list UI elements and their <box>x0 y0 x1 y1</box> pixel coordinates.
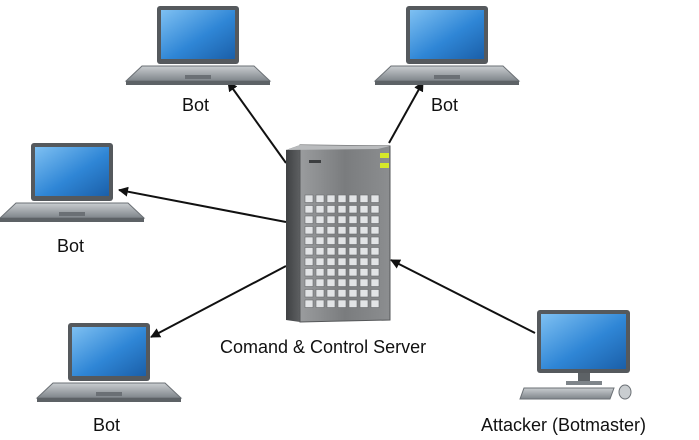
server-vent-cell <box>315 205 325 214</box>
arrow-attacker-to-server <box>390 259 536 334</box>
server-vent-cell <box>370 226 380 235</box>
server-vent-cell <box>337 268 347 277</box>
server-vent-cell <box>359 236 369 245</box>
server-vent-cell <box>304 247 314 256</box>
server-vent-cell <box>315 247 325 256</box>
bot-label-mid-left: Bot <box>57 236 85 256</box>
server-vent-cell <box>359 289 369 298</box>
arrow-to-bot-mid-left <box>118 186 287 223</box>
server-vent-cell <box>326 215 336 224</box>
server-vent-cell <box>337 194 347 203</box>
server-vent-cell <box>370 299 380 308</box>
server-vent-cell <box>370 247 380 256</box>
server-vent-cell <box>348 289 358 298</box>
server-vent-cell <box>370 268 380 277</box>
server-vent-cell <box>315 226 325 235</box>
server-vent-cell <box>326 236 336 245</box>
server-vent-cell <box>348 257 358 266</box>
server-vent-cell <box>337 257 347 266</box>
arrow-to-bot-top-right <box>388 81 424 144</box>
server-vent-cell <box>315 194 325 203</box>
server-vent-cell <box>304 215 314 224</box>
server-vent-cell <box>304 278 314 287</box>
server-vent-cell <box>326 247 336 256</box>
server-vent-cell <box>337 215 347 224</box>
server-vent-cell <box>304 194 314 203</box>
server-vent-cell <box>370 215 380 224</box>
server-vent-cell <box>348 205 358 214</box>
server-vent-cell <box>304 289 314 298</box>
server-vent-cell <box>348 236 358 245</box>
server-vent-cell <box>326 289 336 298</box>
laptop-icon-bot-bottom-left <box>36 322 182 403</box>
server-vent-cell <box>370 257 380 266</box>
server-vent-cell <box>304 257 314 266</box>
server-vent-cell <box>304 268 314 277</box>
server-led-top <box>380 153 389 158</box>
server-vent-cell <box>359 257 369 266</box>
server-vent-cell <box>304 299 314 308</box>
server-vent-cell <box>370 289 380 298</box>
arrow-to-bot-bottom-left <box>150 265 287 338</box>
server-vent-cell <box>359 194 369 203</box>
bot-label-top-right: Bot <box>431 95 459 115</box>
server-tower-icon <box>286 144 391 323</box>
server-vent-cell <box>348 278 358 287</box>
server-vent-cell <box>359 215 369 224</box>
server-vent-cell <box>359 205 369 214</box>
server-vent-cell <box>370 205 380 214</box>
server-vent-cell <box>370 236 380 245</box>
server-vent-cell <box>337 205 347 214</box>
laptop-icon-bot-top-right <box>374 5 520 86</box>
server-vent-cell <box>304 226 314 235</box>
server-vent-cell <box>326 226 336 235</box>
server-vent-cell <box>370 278 380 287</box>
server-vent-cell <box>315 268 325 277</box>
server-vent-cell <box>337 278 347 287</box>
server-vent-cell <box>315 215 325 224</box>
server-vent-cell <box>337 299 347 308</box>
server-led-bottom <box>380 163 389 168</box>
server-vent-cell <box>337 247 347 256</box>
desktop-computer-icon <box>519 310 632 400</box>
server-vent-cell <box>326 268 336 277</box>
server-vent-cell <box>315 257 325 266</box>
server-vent-cell <box>337 226 347 235</box>
server-label: Comand & Control Server <box>220 337 427 357</box>
server-vent-cell <box>348 299 358 308</box>
laptop-icon-bot-top-left <box>125 5 271 86</box>
server-vent-cell <box>359 278 369 287</box>
arrow-to-bot-top-left <box>227 81 287 164</box>
server-vent-cell <box>359 299 369 308</box>
server-vent-cell <box>315 289 325 298</box>
server-vent-cell <box>326 194 336 203</box>
server-vent-cell <box>326 205 336 214</box>
server-vent-cell <box>359 226 369 235</box>
server-vent-cell <box>348 268 358 277</box>
server-vent-cell <box>348 194 358 203</box>
server-vent-cell <box>304 205 314 214</box>
server-vent-cell <box>348 215 358 224</box>
bot-label-bottom-left: Bot <box>93 415 121 435</box>
server-vent-cell <box>337 289 347 298</box>
attacker-label: Attacker (Botmaster) <box>481 415 647 435</box>
server-vent-cell <box>304 236 314 245</box>
server-vent-cell <box>315 299 325 308</box>
server-vent-cell <box>359 268 369 277</box>
connection-arrows <box>118 81 536 338</box>
server-vent-cell <box>348 226 358 235</box>
server-vent-cell <box>337 236 347 245</box>
server-vent-cell <box>326 257 336 266</box>
server-vent-cell <box>326 278 336 287</box>
server-vent-cell <box>370 194 380 203</box>
server-vent-cell <box>326 299 336 308</box>
bot-label-top-left: Bot <box>182 95 210 115</box>
server-vent-cell <box>359 247 369 256</box>
server-vent-grid <box>304 194 380 308</box>
laptop-icon-bot-mid-left <box>0 142 145 223</box>
server-vent-cell <box>315 278 325 287</box>
server-vent-cell <box>315 236 325 245</box>
server-vent-cell <box>348 247 358 256</box>
